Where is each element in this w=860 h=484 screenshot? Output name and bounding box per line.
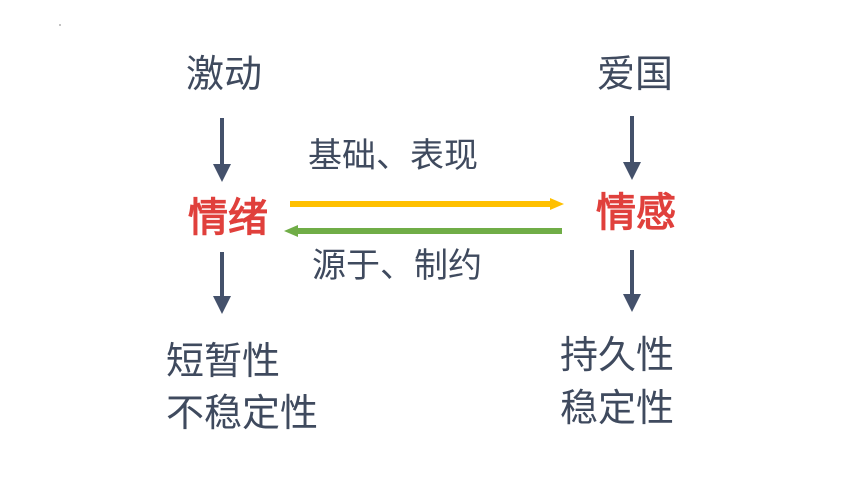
- backward-link-label: 源于、制约: [312, 246, 482, 286]
- forward-link-label: 基础、表现: [308, 136, 478, 176]
- right-bottom-line-2: 稳定性: [560, 386, 675, 430]
- right-key-label: 情感: [596, 190, 676, 236]
- backward-arrow: [284, 225, 562, 237]
- right-down-arrow-2: [623, 250, 641, 312]
- left-bottom-line-1: 短暂性: [166, 339, 281, 383]
- left-key-label: 情绪: [188, 195, 268, 241]
- right-bottom-line-1: 持久性: [560, 333, 675, 377]
- left-bottom-line-2: 不稳定性: [166, 391, 319, 435]
- left-down-arrow-2: [213, 252, 231, 314]
- left-down-arrow-1: [213, 118, 231, 182]
- left-top-label: 激动: [186, 52, 263, 96]
- stray-dot: [59, 24, 61, 26]
- right-down-arrow-1: [623, 116, 641, 180]
- right-top-label: 爱国: [597, 52, 674, 96]
- forward-arrow: [290, 198, 564, 210]
